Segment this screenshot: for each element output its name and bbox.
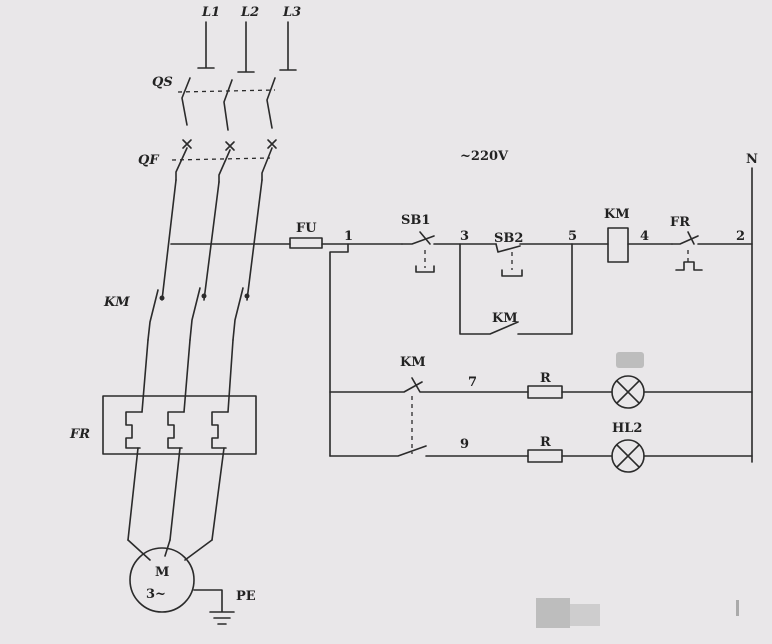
lamp-hl2-cross [616, 444, 640, 468]
phase-label-l3: L3 [282, 5, 301, 20]
supply-line-l3 [279, 21, 297, 71]
node-3: 3 [460, 229, 469, 244]
motor-symbol [129, 547, 195, 613]
km-nc-contact [329, 377, 529, 393]
fr-element-2 [167, 411, 185, 449]
node-7: 7 [468, 375, 477, 390]
sb2-label: SB2 [494, 231, 523, 246]
node-9: 9 [460, 437, 469, 452]
voltage-label: ~220V [460, 149, 509, 164]
fr-main-label: FR [69, 427, 90, 442]
sb2-actuator [501, 269, 523, 277]
fuse-fu [289, 237, 323, 249]
sb1-label: SB1 [401, 213, 430, 228]
km-contact-dot-3 [244, 293, 250, 299]
km-main-contact-3 [232, 287, 244, 341]
km-contact-dot-1 [159, 295, 165, 301]
km-no-contact [329, 445, 529, 457]
qs-mechanical-link [177, 89, 276, 93]
km-main-contact-2 [189, 287, 201, 341]
r2-label: R [540, 435, 551, 450]
control-circuit: ~220V N FU 1 SB1 3 SB2 5 KM KM 4 FR 2 [289, 149, 758, 473]
km-hold-contact [459, 243, 573, 335]
supply-line-l1 [197, 21, 215, 69]
main-power-circuit: L1 L2 L3 QS QF KM [69, 5, 301, 625]
qf-mechanical-link [171, 157, 271, 161]
pe-ground-icon [193, 589, 235, 625]
node-5: 5 [568, 229, 577, 244]
fr-element-3 [211, 411, 229, 449]
qf-label: QF [138, 153, 159, 168]
qf-blade-1 [175, 147, 188, 181]
phase-wire-1 [161, 179, 177, 301]
km-nc-label: KM [400, 355, 426, 370]
node-4: 4 [640, 229, 649, 244]
qs-blade-1 [181, 77, 191, 126]
phase-wire-2 [203, 181, 220, 301]
fu-label: FU [296, 221, 317, 236]
qf-trip-mark-3 [267, 139, 277, 149]
qf-blade-3 [261, 147, 273, 181]
watermark-block-2 [570, 604, 600, 626]
supply-line-l2 [237, 21, 255, 73]
fr-ctrl-label: FR [670, 215, 690, 230]
control-bus-left [329, 243, 349, 457]
qs-blade-2 [223, 79, 233, 131]
watermark-block-1 [536, 598, 570, 628]
km-coil-label: KM [604, 207, 630, 222]
qf-trip-mark-1 [182, 139, 192, 149]
fr-to-motor-wires [127, 447, 225, 541]
watermark-mark [736, 600, 739, 616]
km-main-contact-1 [147, 289, 159, 341]
hl1-label-obscured [616, 352, 644, 368]
km-hold-label: KM [492, 311, 518, 326]
resistor-r1 [527, 385, 563, 399]
phase-wire-3 [246, 179, 263, 301]
fr-nc-contact [671, 231, 753, 245]
qf-blade-2 [218, 149, 231, 183]
sb1-actuator [415, 265, 435, 273]
qs-blade-3 [266, 77, 276, 129]
fr-element-1 [125, 411, 143, 449]
fr-thermal-actuator [675, 261, 703, 271]
qf-trip-mark-2 [225, 141, 235, 151]
km-coil [607, 227, 629, 263]
phase-label-l2: L2 [240, 5, 259, 20]
hl2-label: HL2 [612, 421, 642, 436]
km-to-fr-wires [141, 339, 234, 413]
km-contact-dot-2 [201, 293, 207, 299]
lamp-hl1-cross [616, 380, 640, 404]
motor-m-label: M [155, 565, 169, 580]
pe-label: PE [236, 589, 256, 604]
km-main-label: KM [103, 295, 130, 310]
r1-label: R [540, 371, 551, 386]
node-2: 2 [736, 229, 745, 244]
phase-label-l1: L1 [201, 5, 220, 20]
neutral-label: N [746, 152, 758, 167]
qs-label: QS [152, 75, 173, 90]
sb1-stop-button [401, 231, 497, 245]
resistor-r2 [527, 449, 563, 463]
motor-phase-label: 3~ [146, 587, 166, 602]
sb2-start-button [495, 243, 573, 253]
node-1: 1 [344, 229, 353, 244]
